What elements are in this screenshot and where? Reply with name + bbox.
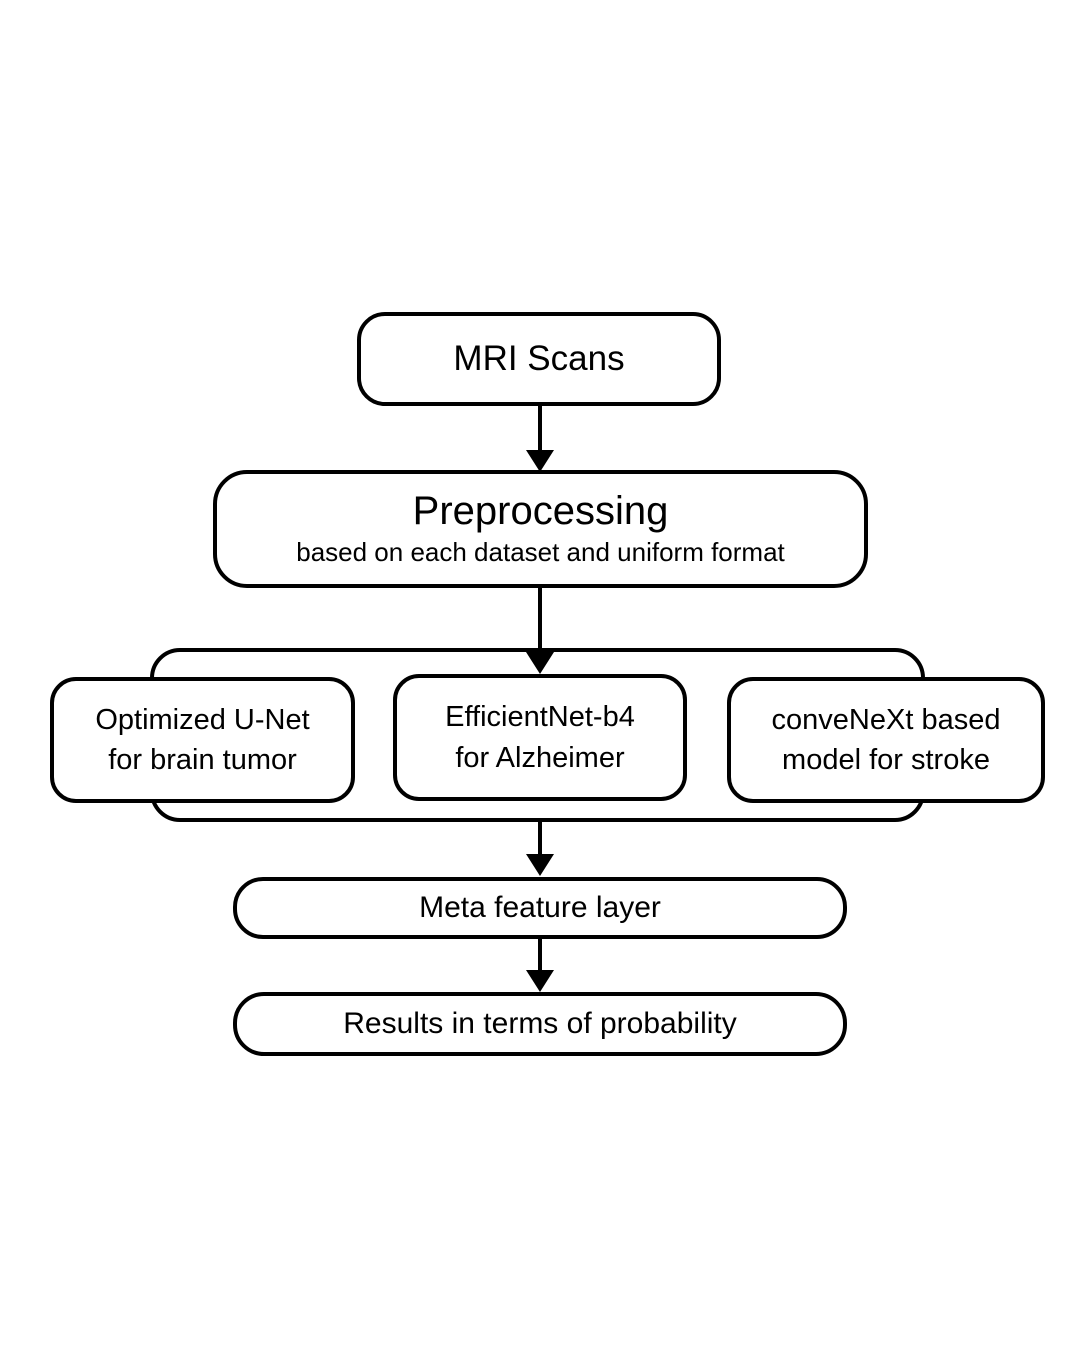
node-preprocessing-subtitle: based on each dataset and uniform format (296, 537, 785, 568)
arrow-preprocessing-to-models (538, 588, 542, 654)
node-meta-feature-layer: Meta feature layer (233, 877, 847, 939)
node-model-efficientnet-alzheimer: EfficientNet-b4 for Alzheimer (393, 674, 687, 801)
node-model-convenext-stroke: conveNeXt based model for stroke (727, 677, 1045, 803)
arrow-mri-to-preprocessing (538, 405, 542, 453)
node-model-convenext-line2: model for stroke (782, 744, 990, 776)
arrowhead-icon (526, 450, 554, 472)
node-model-efficientnet-line2: for Alzheimer (455, 741, 625, 774)
node-model-efficientnet-line1: EfficientNet-b4 (445, 701, 635, 734)
arrowhead-icon (526, 652, 554, 674)
node-preprocessing-title: Preprocessing (412, 489, 669, 534)
node-model-unet-line2: for brain tumor (108, 744, 297, 776)
node-mri-scans-label: MRI Scans (453, 339, 625, 378)
node-meta-label: Meta feature layer (419, 891, 661, 924)
node-mri-scans: MRI Scans (357, 312, 721, 406)
node-results-probability: Results in terms of probability (233, 992, 847, 1056)
node-model-unet-line1: Optimized U-Net (95, 703, 310, 736)
arrowhead-icon (526, 854, 554, 876)
node-model-unet-brain-tumor: Optimized U-Net for brain tumor (50, 677, 355, 803)
arrowhead-icon (526, 970, 554, 992)
node-results-label: Results in terms of probability (343, 1007, 737, 1040)
node-model-convenext-line1: conveNeXt based (771, 703, 1001, 736)
node-preprocessing: Preprocessing based on each dataset and … (213, 470, 868, 588)
arrow-meta-to-results (538, 938, 542, 972)
arrow-models-to-meta (538, 820, 542, 856)
